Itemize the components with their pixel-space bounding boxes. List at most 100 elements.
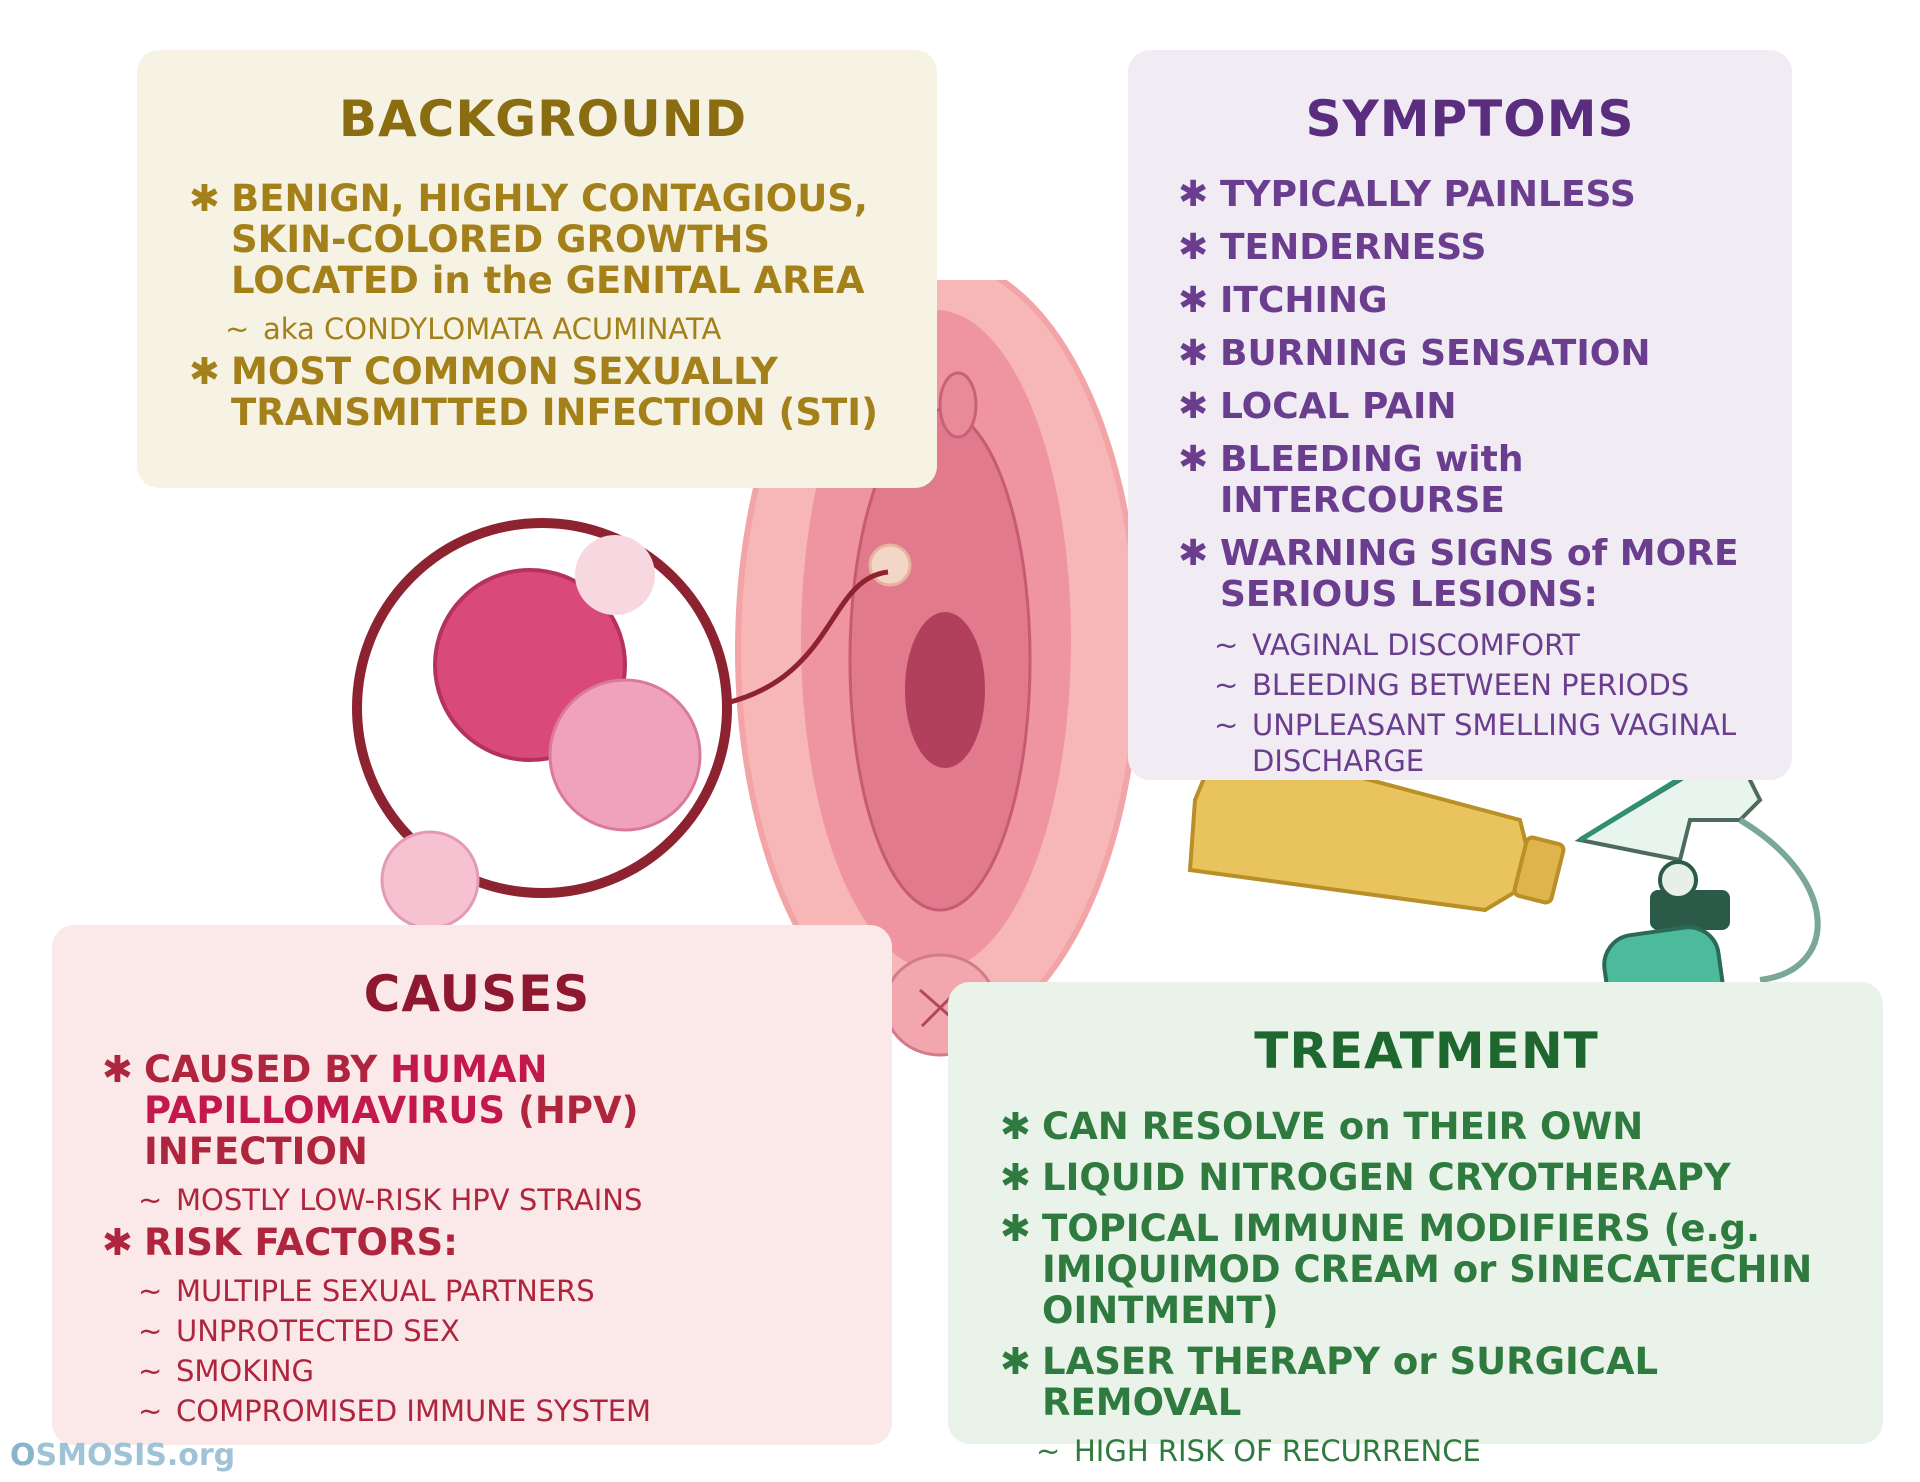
background-list: ✱ BENIGN, HIGHLY CONTAGIOUS, SKIN-COLORE… [189, 178, 897, 433]
background-sub-item: ~ aka CONDYLOMATA ACUMINATA [225, 311, 897, 347]
treatment-item: ✱TOPICAL IMMUNE MODIFIERS (e.g. IMIQUIMO… [1000, 1208, 1853, 1331]
asterisk-icon: ✱ [102, 1221, 134, 1264]
treatment-item: ✱LIQUID NITROGEN CRYOTHERAPY [1000, 1157, 1853, 1198]
warning-sub-text: VAGINAL DISCOMFORT [1252, 628, 1580, 662]
warning-sub-item: ~ VAGINAL DISCOMFORT [1214, 627, 1762, 663]
hpv-virus-medium [548, 678, 702, 832]
cream-tube-icon [1187, 737, 1566, 913]
asterisk-icon: ✱ [1178, 174, 1209, 215]
risk-factor-text: SMOKING [176, 1354, 314, 1388]
symptom-item: ✱ TYPICALLY PAINLESS [1178, 174, 1762, 215]
asterisk-icon: ✱ [1000, 1207, 1032, 1250]
hpv-virus-small [380, 830, 480, 930]
risk-factors-title: RISK FACTORS: [144, 1221, 458, 1264]
cause-prefix: CAUSED BY [144, 1048, 378, 1091]
treatment-list: ✱CAN RESOLVE on THEIR OWN ✱LIQUID NITROG… [1000, 1106, 1853, 1469]
asterisk-icon: ✱ [1000, 1156, 1032, 1199]
risk-factor-text: COMPROMISED IMMUNE SYSTEM [176, 1394, 652, 1428]
asterisk-icon: ✱ [189, 350, 221, 393]
asterisk-icon: ✱ [1178, 439, 1209, 480]
symptom-item: ✱ TENDERNESS [1178, 227, 1762, 268]
cause-sub-text: MOSTLY LOW-RISK HPV STRAINS [176, 1183, 643, 1217]
treatment-panel: TREATMENT ✱CAN RESOLVE on THEIR OWN ✱LIQ… [948, 982, 1883, 1468]
symptoms-title: SYMPTOMS [1305, 90, 1635, 148]
warning-sub-text: UNPLEASANT SMELLING VAGINAL DISCHARGE [1252, 708, 1737, 778]
treatment-text: TOPICAL IMMUNE MODIFIERS (e.g. IMIQUIMOD… [1042, 1207, 1813, 1332]
background-item: ✱ MOST COMMON SEXUALLY TRANSMITTED INFEC… [189, 351, 897, 433]
warning-sub-item: ~ UNPLEASANT SMELLING VAGINAL DISCHARGE [1214, 707, 1762, 779]
treatment-title: TREATMENT [1254, 1022, 1599, 1080]
cause-sub-item: ~ MOSTLY LOW-RISK HPV STRAINS [138, 1182, 852, 1218]
tilde-icon: ~ [138, 1183, 163, 1217]
symptoms-panel: SYMPTOMS ✱ TYPICALLY PAINLESS ✱ TENDERNESS… [1128, 50, 1792, 780]
tilde-icon: ~ [138, 1394, 163, 1428]
background-item-text: MOST COMMON SEXUALLY TRANSMITTED INFECTI… [231, 350, 878, 434]
risk-factor-item: ~ UNPROTECTED SEX [138, 1313, 852, 1349]
background-item: ✱ BENIGN, HIGHLY CONTAGIOUS, SKIN-COLORE… [189, 178, 897, 301]
asterisk-icon: ✱ [1000, 1340, 1032, 1383]
background-sub-text: aka CONDYLOMATA ACUMINATA [263, 312, 722, 346]
background-item-text: BENIGN, HIGHLY CONTAGIOUS, SKIN-COLORED … [231, 177, 868, 302]
symptom-text: TENDERNESS [1220, 227, 1487, 268]
hpv-virus-faint [575, 535, 655, 615]
symptom-item: ✱ ITCHING [1178, 280, 1762, 321]
treatment-text: CAN RESOLVE on THEIR OWN [1042, 1105, 1644, 1148]
symptom-item: ✱ WARNING SIGNS of MORE SERIOUS LESIONS: [1178, 533, 1762, 615]
risk-factors-heading: ✱ RISK FACTORS: [102, 1222, 852, 1263]
treatment-text: LIQUID NITROGEN CRYOTHERAPY [1042, 1156, 1731, 1199]
tilde-icon: ~ [1214, 708, 1239, 742]
symptom-item: ✱ BURNING SENSATION [1178, 333, 1762, 374]
tilde-icon: ~ [225, 312, 250, 346]
asterisk-icon: ✱ [102, 1048, 134, 1091]
vaginal-opening [905, 612, 985, 768]
hpv-highlight: HUMAN PAPILLOMAVIRUS [144, 1048, 548, 1132]
symptom-item: ✱ LOCAL PAIN [1178, 386, 1762, 427]
treatment-sub-text: HIGH RISK OF RECURRENCE [1074, 1434, 1481, 1468]
risk-factor-text: MULTIPLE SEXUAL PARTNERS [176, 1274, 595, 1308]
wart-lesion [868, 543, 912, 587]
asterisk-icon: ✱ [1000, 1105, 1032, 1148]
causes-list: ✱ CAUSED BY HUMAN PAPILLOMAVIRUS (HPV) I… [102, 1049, 852, 1429]
tilde-icon: ~ [1214, 668, 1239, 702]
tilde-icon: ~ [1036, 1434, 1061, 1468]
treatment-text: LASER THERAPY or SURGICAL REMOVAL [1042, 1340, 1659, 1424]
symptom-text: BURNING SENSATION [1220, 333, 1651, 374]
risk-factor-item: ~ COMPROMISED IMMUNE SYSTEM [138, 1393, 852, 1429]
tilde-icon: ~ [138, 1314, 163, 1348]
symptom-item: ✱ BLEEDING with INTERCOURSE [1178, 439, 1762, 521]
background-panel: BACKGROUND ✱ BENIGN, HIGHLY CONTAGIOUS, … [137, 50, 937, 488]
background-title: BACKGROUND [338, 90, 748, 148]
asterisk-icon: ✱ [1178, 386, 1209, 427]
treatment-item: ✱LASER THERAPY or SURGICAL REMOVAL [1000, 1341, 1853, 1423]
treatment-sub-item: ~ HIGH RISK OF RECURRENCE [1036, 1433, 1853, 1469]
cause-suffix: (HPV) INFECTION [144, 1089, 639, 1173]
asterisk-icon: ✱ [189, 177, 221, 220]
tilde-icon: ~ [1214, 628, 1239, 662]
treatment-item: ✱CAN RESOLVE on THEIR OWN [1000, 1106, 1853, 1147]
warning-sub-text: BLEEDING BETWEEN PERIODS [1252, 668, 1690, 702]
osmosis-logo[interactable]: OSMOSIS.org [10, 1438, 235, 1473]
symptoms-list: ✱ TYPICALLY PAINLESS ✱ TENDERNESS ✱ ITCHING… [1178, 174, 1762, 779]
asterisk-icon: ✱ [1178, 533, 1209, 574]
clitoris-shape [938, 371, 978, 439]
symptom-text: BLEEDING with INTERCOURSE [1220, 439, 1524, 521]
asterisk-icon: ✱ [1178, 333, 1209, 374]
causes-title: CAUSES [363, 965, 591, 1023]
asterisk-icon: ✱ [1178, 227, 1209, 268]
symptom-text: LOCAL PAIN [1220, 386, 1457, 427]
cause-item: ✱ CAUSED BY HUMAN PAPILLOMAVIRUS (HPV) I… [102, 1049, 852, 1172]
risk-factor-text: UNPROTECTED SEX [176, 1314, 460, 1348]
risk-factor-item: ~ MULTIPLE SEXUAL PARTNERS [138, 1273, 852, 1309]
risk-factor-item: ~ SMOKING [138, 1353, 852, 1389]
warning-sub-item: ~ BLEEDING BETWEEN PERIODS [1214, 667, 1762, 703]
symptom-text: WARNING SIGNS of MORE SERIOUS LESIONS: [1220, 533, 1739, 615]
tilde-icon: ~ [138, 1274, 163, 1308]
osmosis-logo-mark: O [10, 1438, 36, 1473]
connector-line [679, 569, 889, 713]
osmosis-logo-text: SMOSIS.org [35, 1438, 236, 1473]
symptom-text: ITCHING [1220, 280, 1388, 321]
tilde-icon: ~ [138, 1354, 163, 1388]
asterisk-icon: ✱ [1178, 280, 1209, 321]
symptom-text: TYPICALLY PAINLESS [1220, 174, 1636, 215]
causes-panel: CAUSES ✱ CAUSED BY HUMAN PAPILLOMAVIRUS … [52, 925, 892, 1445]
